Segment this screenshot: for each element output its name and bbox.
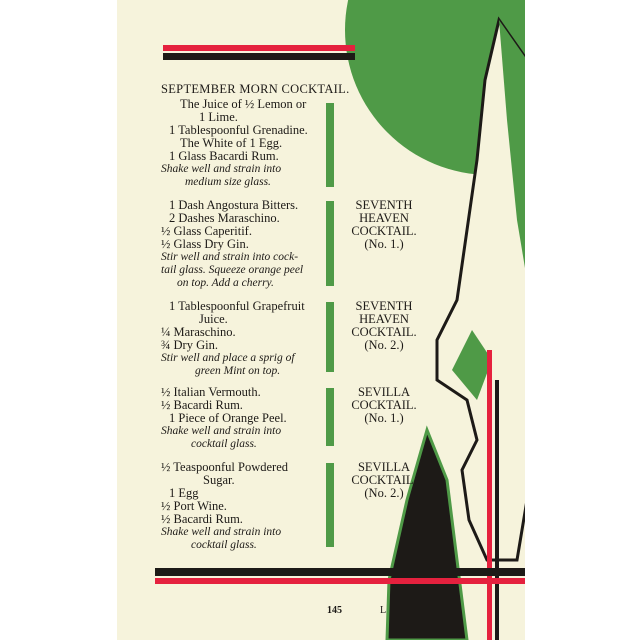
signature-mark: L <box>380 605 387 616</box>
tall-tree <box>435 16 525 562</box>
top-rule-black <box>163 53 355 60</box>
recipe-heading: SEPTEMBER MORN COCKTAIL. <box>161 82 350 96</box>
green-bar <box>326 302 334 372</box>
tree-shading-2 <box>452 330 492 400</box>
dark-tree <box>385 425 469 640</box>
book-page: SEPTEMBER MORN COCKTAIL. The Juice of ½ … <box>117 0 525 640</box>
method-line: Shake well and strain into <box>161 163 282 175</box>
ingredient-line: The White of 1 Egg. <box>180 136 283 150</box>
method-line: Shake well and strain into <box>161 425 282 437</box>
ingredient-line: ½ Teaspoonful Powdered <box>161 460 288 474</box>
ingredient-line: The Juice of ½ Lemon or <box>180 97 307 111</box>
method-line: Shake well and strain into <box>161 526 282 538</box>
green-bar <box>326 103 334 187</box>
green-bar <box>326 463 334 547</box>
method-line: green Mint on top. <box>195 365 281 377</box>
ingredient-line: ½ Italian Vermouth. <box>161 385 261 399</box>
ingredient-line: 1 Lime. <box>199 110 238 124</box>
method-line: tail glass. Squeeze orange peel <box>161 264 304 276</box>
ingredient-line: 1 Dash Angostura Bitters. <box>169 198 299 212</box>
ingredient-line: ½ Port Wine. <box>161 499 227 513</box>
cypress-tree-illustration <box>385 16 525 640</box>
tree-trunk-red <box>487 350 492 640</box>
method-line: on top. Add a cherry. <box>177 277 274 289</box>
ingredient-line: 1 Tablespoonful Grenadine. <box>169 123 308 137</box>
method-line: Stir well and place a sprig of <box>161 352 295 364</box>
ingredient-line: ½ Glass Caperitif. <box>161 224 252 238</box>
ingredient-line: 1 Piece of Orange Peel. <box>169 411 287 425</box>
method-line: Stir well and strain into cock- <box>161 251 299 263</box>
ingredient-line: Sugar. <box>203 473 235 487</box>
method-line: cocktail glass. <box>191 539 257 551</box>
ingredient-line: ½ Bacardi Rum. <box>161 512 243 526</box>
ingredient-line: ½ Glass Dry Gin. <box>161 237 249 251</box>
tree-trunk-black <box>495 380 499 640</box>
bottom-rule-red <box>155 578 525 584</box>
green-bar <box>326 388 334 446</box>
ingredient-line: ¾ Dry Gin. <box>161 338 218 352</box>
bottom-rule-black <box>155 568 525 576</box>
method-line: cocktail glass. <box>191 438 257 450</box>
ingredient-line: 1 Egg <box>169 486 199 500</box>
ingredient-line: Juice. <box>199 312 228 326</box>
ingredient-line: 1 Tablespoonful Grapefruit <box>169 299 305 313</box>
ingredient-line: ¼ Maraschino. <box>161 325 236 339</box>
method-line: medium size glass. <box>185 176 271 188</box>
top-rule-red <box>163 45 355 51</box>
ingredient-line: 2 Dashes Maraschino. <box>169 211 280 225</box>
tree-shading <box>499 20 525 268</box>
green-bar <box>326 201 334 286</box>
ingredient-line: 1 Glass Bacardi Rum. <box>169 149 279 163</box>
page-number: 145 <box>327 605 342 616</box>
ingredient-line: ½ Bacardi Rum. <box>161 398 243 412</box>
